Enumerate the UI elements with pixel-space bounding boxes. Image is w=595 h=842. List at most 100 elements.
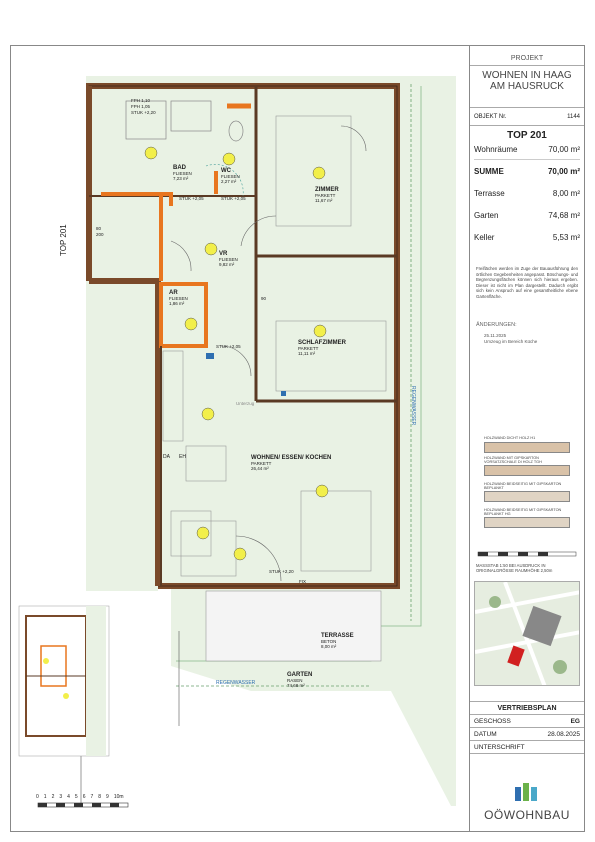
room-garten-floor: RASEN [287,678,303,683]
room-wohnen-area: 26,44 m² [251,466,269,471]
objekt-nr: 1144 [567,114,580,120]
scale-tick-label: 4 [67,794,70,800]
area-row: Garten 74,68 m² [474,204,580,226]
room-terrasse: TERRASSE BETON 8,00 m² [321,633,354,649]
legend-label: HOLZWAND MIT GIPSKARTON VORSATZSCHALE DI… [484,456,542,464]
room-ar-name: AR [169,290,178,296]
annotation-stuk-4: STUK +2,20 [269,569,294,574]
aenderung-text: Umzeug im Bereich Küche [484,339,538,344]
area-label: Wohnräume [474,145,518,154]
geschoss-label: GESCHOSS [474,718,511,725]
area-value: 70,00 m² [548,145,580,154]
area-value: 70,00 m² [547,166,580,176]
projekt-label: PROJEKT [510,55,544,62]
scale-tick-label: 0 [36,794,39,800]
annotation-stuk-1: STUK +2,05 [179,196,204,201]
legend-label: HOLZWAND BEIDSEITIG MIT GIPSKARTON BEPLA… [484,508,562,516]
room-garten-name: GARTEN [287,672,313,678]
notes: Freiflächen werden im Zuge der Bauausfüh… [476,266,578,299]
annotation-fph-bad-2: FPH 1,05 [131,104,151,109]
location-map [474,581,580,686]
annotation-stuk-2: STUK +2,05 [221,196,246,201]
area-value: 74,68 m² [548,210,580,220]
area-label: Garten [474,210,499,220]
legend-item: HOLZWAND BEIDSEITIG MIT GIPSKARTON BEPLA… [484,508,570,534]
room-wc-name: WC [221,168,231,174]
geschoss-value: EG [570,718,580,725]
annotation-door-200: 200 [96,232,104,237]
legend: HOLZWAND DICHT HOLZ H1 HOLZWAND MIT GIPS… [470,436,584,534]
room-schlafzimmer-area: 11,11 m² [298,351,316,356]
area-row: Terrasse 8,00 m² [474,182,580,204]
room-terrasse-area: 8,00 m² [321,644,337,649]
room-bad-name: BAD [173,165,186,171]
unterschrift-row: UNTERSCHRIFT [470,741,584,754]
room-bad-area: 7,23 m² [173,176,189,181]
legend-label: HOLZWAND DICHT HOLZ H1 [484,436,536,440]
key-plan-thumbnail [18,605,110,757]
room-vr-floor: FLIESEN [219,257,238,262]
scale-bar [37,802,129,808]
legend-item: HOLZWAND MIT GIPSKARTON VORSATZSCHALE DI… [484,456,570,482]
room-vr: VR FLIESEN 9,82 m² [219,251,238,267]
datum-label: DATUM [474,731,497,738]
unterschrift-label: UNTERSCHRIFT [474,744,525,751]
annotation-regenwasser-side: REGENWASSER [410,386,416,426]
panel-scale-bar [477,551,577,557]
room-schlafzimmer: SCHLAFZIMMER PARKETT 11,11 m² [298,340,346,356]
brand-logo-icon [515,783,537,801]
scale-tick-label: 6 [82,794,86,800]
room-schlafzimmer-name: SCHLAFZIMMER [298,340,346,346]
top-number: TOP 201 [507,130,547,141]
area-label: Terrasse [474,188,505,198]
scale-tick-label: 3 [59,794,63,800]
room-terrasse-name: TERRASSE [321,633,354,639]
brand-logo: OÖWOHNBAU [470,781,584,822]
room-ar-floor: FLIESEN [169,296,188,301]
annotation-da: DA [163,454,170,460]
project-title-line-1: WOHNEN IN HAAG [482,70,572,81]
plan-type: VERTRIEBSPLAN [470,701,584,715]
top-label-vertical: TOP 201 [59,224,68,256]
scale-tick-label: 8 [98,794,102,800]
floor-plan: BAD FLIESEN 7,23 m² WC FLIESEN 2,27 m² Z… [11,46,469,831]
annotation-unterzug: Unterzug [236,401,255,406]
scale-tick-label: 10m [113,794,124,800]
room-vr-area: 9,82 m² [219,262,235,267]
legend-item: HOLZWAND BEIDSEITIG MIT GIPSKARTON BEPLA… [484,482,570,508]
annotation-stuk-bad: STUK +2,20 [131,110,156,115]
area-value: 8,00 m² [552,188,580,198]
legend-label: HOLZWAND BEIDSEITIG MIT GIPSKARTON BEPLA… [484,482,562,490]
objekt-label: OBJEKT Nr. [474,114,507,120]
room-wc: WC FLIESEN 2,27 m² [221,168,240,184]
annotation-stuk-3: STUK +2,05 [216,344,241,349]
datum-value: 28.08.2025 [547,731,580,738]
room-zimmer: ZIMMER PARKETT 11,67 m² [315,187,339,203]
legend-swatch [484,491,570,502]
room-zimmer-floor: PARKETT [315,193,336,198]
annotation-door-90: 90 [261,296,267,301]
room-ar-area: 1,86 m² [169,301,185,306]
room-bad: BAD FLIESEN 7,23 m² [173,165,192,181]
legend-swatch [484,517,570,528]
room-terrasse-floor: BETON [321,639,337,644]
room-wc-area: 2,27 m² [221,179,237,184]
datum-row: DATUM 28.08.2025 [470,728,584,741]
scale-tick-label: 5 [74,794,78,800]
annotation-eh: EH [179,454,186,460]
room-vr-name: VR [219,251,228,257]
plan-sheet: BAD FLIESEN 7,23 m² WC FLIESEN 2,27 m² Z… [10,45,585,832]
scale-tick-label: 9 [106,794,109,800]
scale-note: MASSSTAB 1:50 BEI AUSDRUCK IN ORIGINALGR… [476,563,553,573]
room-bad-floor: FLIESEN [173,171,192,176]
room-garten: GARTEN RASEN 74,68 m² [287,672,312,688]
room-wohnen: WOHNEN/ ESSEN/ KOCHEN PARKETT 26,44 m² [251,455,331,471]
annotation-fix: FIX [299,579,307,584]
room-wc-floor: FLIESEN [221,174,240,179]
legend-swatch [484,465,570,476]
room-zimmer-area: 11,67 m² [315,198,333,203]
room-garten-area: 74,68 m² [287,683,305,688]
